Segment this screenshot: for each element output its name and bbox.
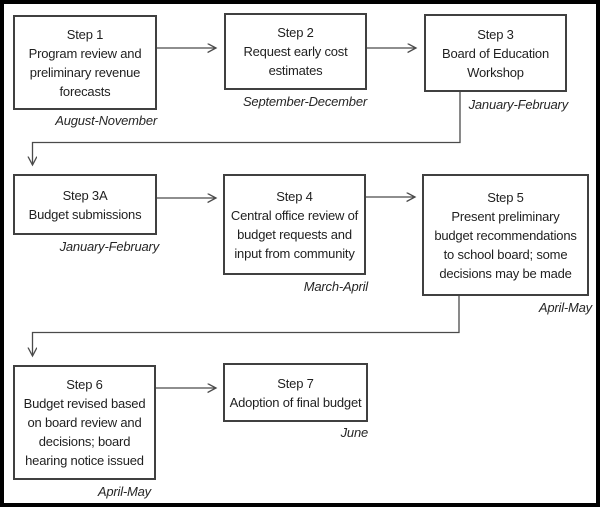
step-3a-period: January-February xyxy=(59,239,160,254)
step-2-body: Request early cost estimates xyxy=(243,44,348,78)
step-5-body: Present preliminary budget recommendatio… xyxy=(434,208,577,281)
step-5-box: Step 5 Present preliminary budget recomm… xyxy=(422,174,589,296)
step-5-title: Step 5 xyxy=(487,189,524,205)
step-3a-title: Step 3A xyxy=(62,187,108,203)
step-3-period: January-February xyxy=(468,97,569,112)
step-3a-box: Step 3A Budget submissions xyxy=(13,174,157,235)
step-6-box: Step 6 Budget revised based on board rev… xyxy=(13,365,156,480)
step-3-box: Step 3 Board of Education Workshop xyxy=(424,14,567,92)
step-3-title: Step 3 xyxy=(477,26,514,42)
step-1-title: Step 1 xyxy=(66,26,104,42)
step-4-box: Step 4 Central office review of budget r… xyxy=(223,174,366,275)
step-2-period: September-December xyxy=(242,94,367,109)
step-3-body: Board of Education Workshop xyxy=(442,45,549,80)
step-5-period: April-May xyxy=(538,300,592,315)
step-2-title: Step 2 xyxy=(277,25,314,40)
step-4-period: March-April xyxy=(303,279,368,294)
step-1-period: August-November xyxy=(55,113,157,128)
step-7-period: June xyxy=(340,425,369,440)
arrow-step5-to-step6 xyxy=(33,296,460,356)
step-1-body: Program review and preliminary revenue f… xyxy=(28,45,142,99)
step-7-box: Step 7 Adoption of final budget xyxy=(223,363,368,422)
step-4-body: Central office review of budget requests… xyxy=(230,207,359,261)
step-6-body: Budget revised based on board review and… xyxy=(23,396,146,468)
step-3a-body: Budget submissions xyxy=(28,206,142,222)
step-6-title: Step 6 xyxy=(66,377,103,392)
step-4-title: Step 4 xyxy=(276,188,313,204)
step-7-body: Adoption of final budget xyxy=(229,394,362,410)
arrow-step3-to-step3a xyxy=(33,92,461,165)
step-2-box: Step 2 Request early cost estimates xyxy=(224,13,367,90)
step-6-period: April-May xyxy=(97,484,151,499)
step-7-title: Step 7 xyxy=(277,375,314,391)
step-1-box: Step 1 Program review and preliminary re… xyxy=(13,15,157,110)
